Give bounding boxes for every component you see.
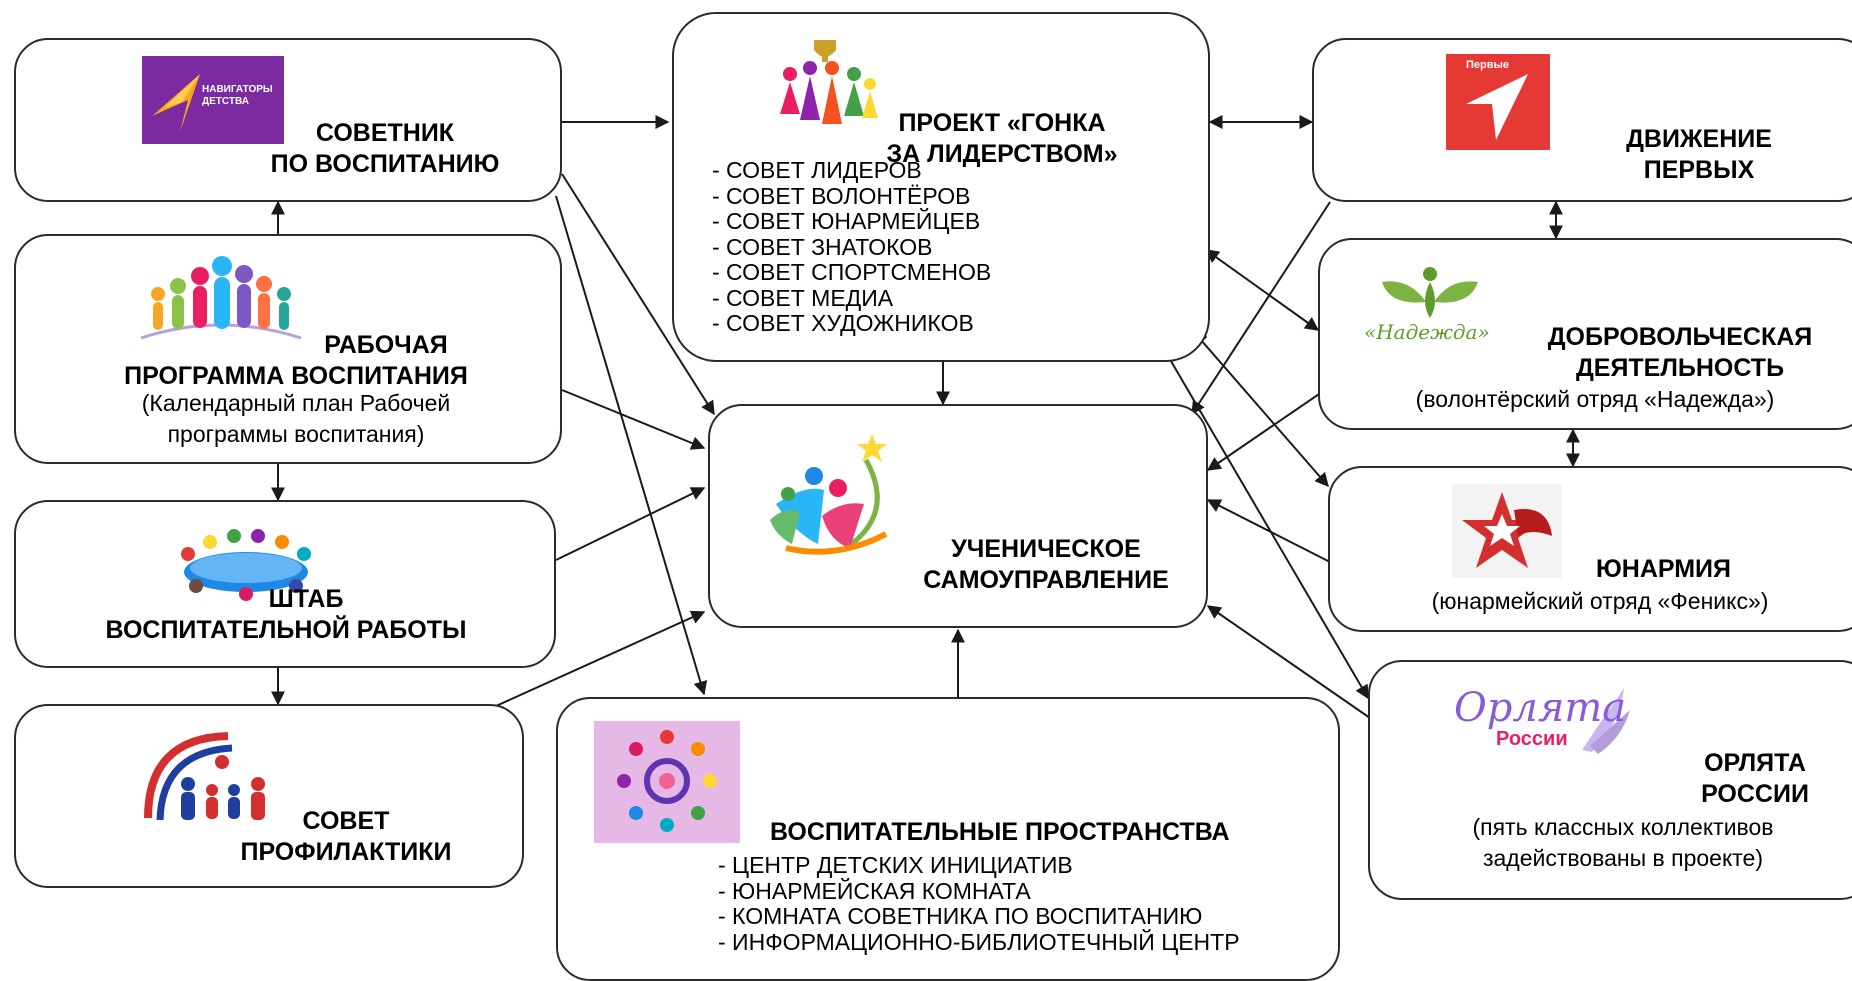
arrow-yunarmiya-to-samoupravlenie <box>1206 499 1331 563</box>
trophy-people-icon <box>780 40 878 124</box>
programma-subtitle: (Календарный план Рабочей программы восп… <box>141 390 451 447</box>
nadezhda-sprout-icon <box>1382 267 1478 318</box>
arrow-dvizhenie-to-samoupravlenie <box>1191 201 1331 416</box>
programma-title: РАБОЧАЯ ПРОГРАММА ВОСПИТАНИЯ <box>124 331 468 390</box>
prostranstva-title: ВОСПИТАТЕЛЬНЫЕ ПРОСТРАНСТВА <box>770 818 1230 846</box>
proekt-title: ПРОЕКТ «ГОНКА ЗА ЛИДЕРСТВОМ» <box>886 109 1118 168</box>
orlyata-title: ОРЛЯТА РОССИИ <box>1701 749 1809 808</box>
arrow-dobrovol-to-samoupravlenie <box>1206 391 1323 471</box>
dvizhenie-pervyh-logo: Первые <box>1446 54 1550 150</box>
list-item: - СОВЕТ ЗНАТОКОВ <box>712 233 933 260</box>
arrow-orlyata-to-samoupravlenie <box>1206 605 1371 719</box>
arrow-shtab-to-samoupravlenie <box>555 487 706 561</box>
list-item: - СОВЕТ ВОЛОНТЁРОВ <box>712 182 971 209</box>
list-item: - КОМНАТА СОВЕТНИКА ПО ВОСПИТАНИЮ <box>718 903 1203 929</box>
first-arrow-icon <box>1466 74 1528 140</box>
block-prostranstva: ВОСПИТАТЕЛЬНЫЕ ПРОСТРАНСТВА - ЦЕНТР ДЕТС… <box>556 697 1340 981</box>
block-samoupravlenie: УЧЕНИЧЕСКОЕ САМОУПРАВЛЕНИЕ <box>708 404 1208 628</box>
arrow-sovetnik-to-prostranstva <box>555 195 708 696</box>
block-programma: РАБОЧАЯ ПРОГРАММА ВОСПИТАНИЯ (Календарны… <box>14 234 562 464</box>
people-group-icon <box>140 256 302 340</box>
block-profilaktika: СОВЕТ ПРОФИЛАКТИКИ <box>14 704 524 888</box>
profilaktika-title: СОВЕТ ПРОФИЛАКТИКИ <box>240 807 452 866</box>
arrow-proekt-dobrovol <box>1204 249 1320 331</box>
samoupravlenie-title: УЧЕНИЧЕСКОЕ САМОУПРАВЛЕНИЕ <box>923 535 1169 594</box>
list-item: - СОВЕТ ЛИДЕРОВ <box>712 157 922 183</box>
list-item: - СОВЕТ МЕДИА <box>712 284 894 311</box>
block-yunarmiya: ЮНАРМИЯ (юнармейский отряд «Феникс») <box>1328 466 1852 632</box>
orlyata-subtitle: (пять классных коллективов задействованы… <box>1472 814 1774 871</box>
dvizhenie-title: ДВИЖЕНИЕ ПЕРВЫХ <box>1626 125 1772 184</box>
list-item: - ЦЕНТР ДЕТСКИХ ИНИЦИАТИВ <box>718 852 1073 878</box>
shtab-title: ШТАБ ВОСПИТАТЕЛЬНОЙ РАБОТЫ <box>105 585 467 644</box>
yunarmiya-title: ЮНАРМИЯ <box>1596 555 1731 583</box>
block-dobrovol: «Надежда» ДОБРОВОЛЬЧЕСКАЯ ДЕЯТЕЛЬНОСТЬ (… <box>1318 238 1852 430</box>
arrow-sovetnik-to-samoupravlenie <box>561 173 715 416</box>
circle-of-children-icon <box>617 730 717 832</box>
family-prevention-icon <box>144 732 265 821</box>
list-item: - СОВЕТ ЮНАРМЕЙЦЕВ <box>712 208 981 234</box>
arrow-programma-to-samoupravlenie <box>561 389 706 450</box>
yunarmiya-subtitle: (юнармейский отряд «Феникс») <box>1431 588 1769 614</box>
block-sovetnik: НАВИГАТОРЫ ДЕТСТВА СОВЕТНИК ПО ВОСПИТАНИ… <box>14 38 562 202</box>
dobrovol-title: ДОБРОВОЛЬЧЕСКАЯ ДЕЯТЕЛЬНОСТЬ <box>1547 323 1813 382</box>
block-orlyata: Орлята России ОРЛЯТА РОССИИ (пять классн… <box>1368 660 1852 900</box>
self-government-icon <box>770 434 888 555</box>
sovetnik-title: СОВЕТНИК ПО ВОСПИТАНИЮ <box>270 119 500 178</box>
block-proekt: ПРОЕКТ «ГОНКА ЗА ЛИДЕРСТВОМ» - СОВЕТ ЛИД… <box>672 12 1210 362</box>
prostranstva-logo <box>594 721 740 843</box>
list-item: - СОВЕТ СПОРТСМЕНОВ <box>712 259 992 285</box>
block-dvizhenie: Первые ДВИЖЕНИЕ ПЕРВЫХ <box>1312 38 1852 202</box>
orlyata-wing-icon <box>1582 688 1630 754</box>
yunarmiya-star-icon <box>1452 484 1562 578</box>
prostranstva-list: - ЦЕНТР ДЕТСКИХ ИНИЦИАТИВ - ЮНАРМЕЙСКАЯ … <box>718 852 1240 955</box>
block-shtab: ШТАБ ВОСПИТАТЕЛЬНОЙ РАБОТЫ <box>14 500 556 668</box>
meeting-table-icon <box>181 529 311 601</box>
orlyata-rossii-logo: Орлята России <box>1452 680 1632 764</box>
nadezhda-logo-text: «Надежда» <box>1364 320 1490 344</box>
dobrovol-subtitle: (волонтёрский отряд «Надежда») <box>1415 386 1775 412</box>
list-item: - ЮНАРМЕЙСКАЯ КОМНАТА <box>718 877 1031 904</box>
navigatory-detstva-logo: НАВИГАТОРЫ ДЕТСТВА <box>142 56 284 144</box>
arrow-profilaktika-to-samoupravlenie <box>495 610 706 707</box>
proekt-list: - СОВЕТ ЛИДЕРОВ - СОВЕТ ВОЛОНТЁРОВ - СОВ… <box>712 157 992 337</box>
arrow-samoupravlenie-yunarmiya <box>1193 330 1329 488</box>
list-item: - ИНФОРМАЦИОННО-БИБЛИОТЕЧНЫЙ ЦЕНТР <box>718 928 1240 955</box>
navigatory-star-icon <box>152 74 200 132</box>
list-item: - СОВЕТ ХУДОЖНИКОВ <box>712 310 974 336</box>
